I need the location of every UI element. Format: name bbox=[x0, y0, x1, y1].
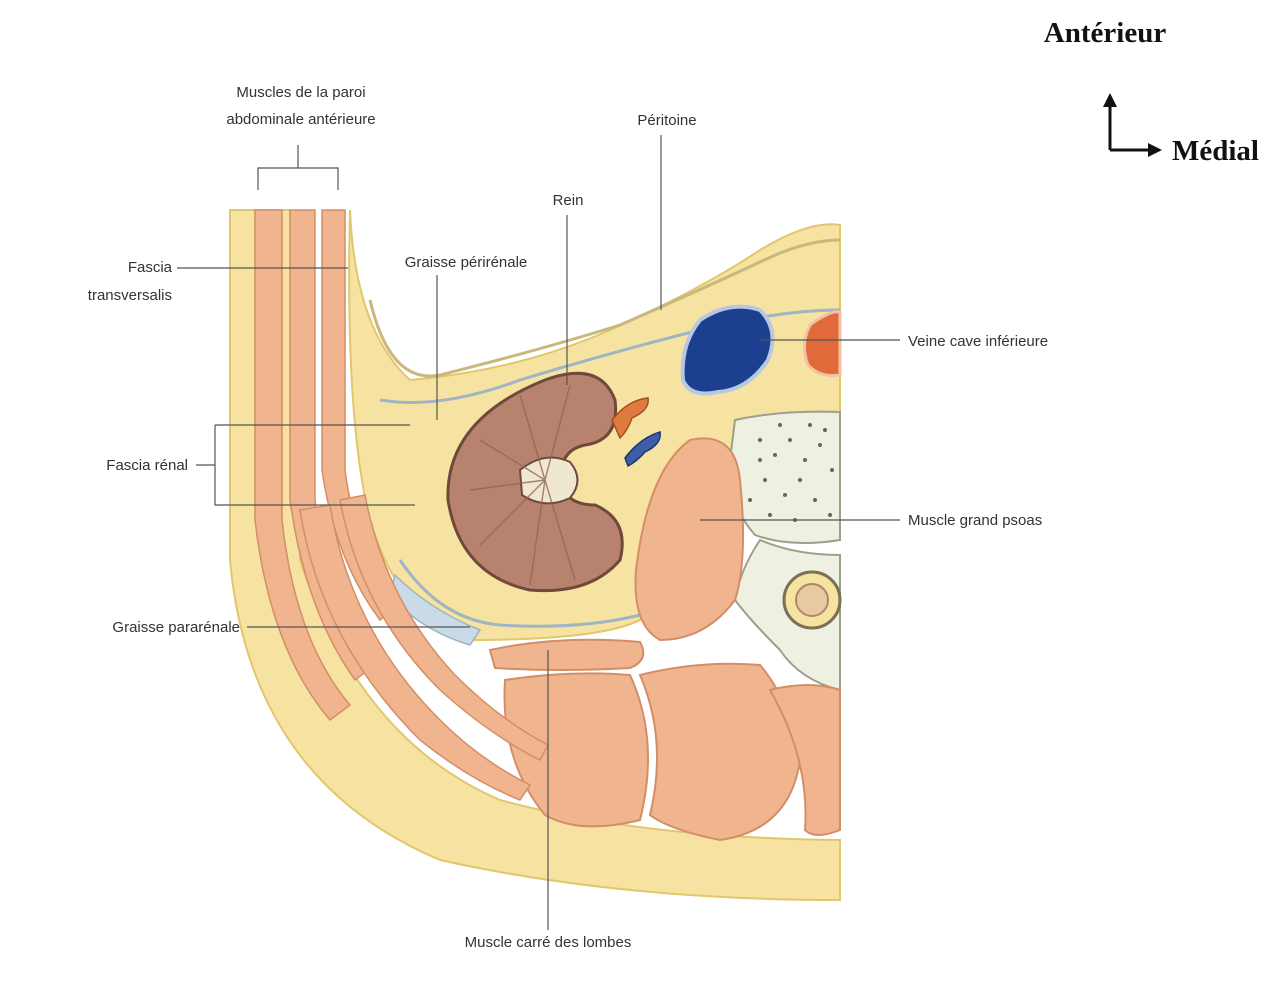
label-anterior-wall-muscles-1: Muscles de la paroi bbox=[236, 84, 365, 101]
vertebra bbox=[730, 412, 840, 690]
label-fascia-transversalis-2: transversalis bbox=[88, 287, 172, 304]
label-kidney: Rein bbox=[553, 192, 584, 209]
label-pararenal-fat: Graisse pararénale bbox=[112, 619, 240, 636]
label-anterior-wall-muscles-2: abdominale antérieure bbox=[226, 111, 375, 128]
label-peritoneum: Péritoine bbox=[637, 112, 696, 129]
label-inferior-vena-cava: Veine cave inférieure bbox=[908, 333, 1048, 350]
label-anterior: Antérieur bbox=[1044, 17, 1167, 49]
arrow-right-icon bbox=[1148, 143, 1162, 157]
label-perirenal-fat: Graisse périrénale bbox=[405, 254, 528, 271]
label-renal-fascia: Fascia rénal bbox=[106, 457, 188, 474]
label-fascia-transversalis-1: Fascia bbox=[128, 259, 173, 276]
posterior-back-muscles bbox=[505, 664, 841, 840]
arrow-up-icon bbox=[1103, 93, 1117, 107]
label-medial: Médial bbox=[1172, 135, 1259, 167]
label-psoas-major: Muscle grand psoas bbox=[908, 512, 1042, 529]
orientation-indicator: Antérieur Médial bbox=[1044, 17, 1259, 167]
quadratus-lumborum-muscle bbox=[490, 640, 643, 670]
label-quadratus-lumborum: Muscle carré des lombes bbox=[465, 934, 632, 951]
